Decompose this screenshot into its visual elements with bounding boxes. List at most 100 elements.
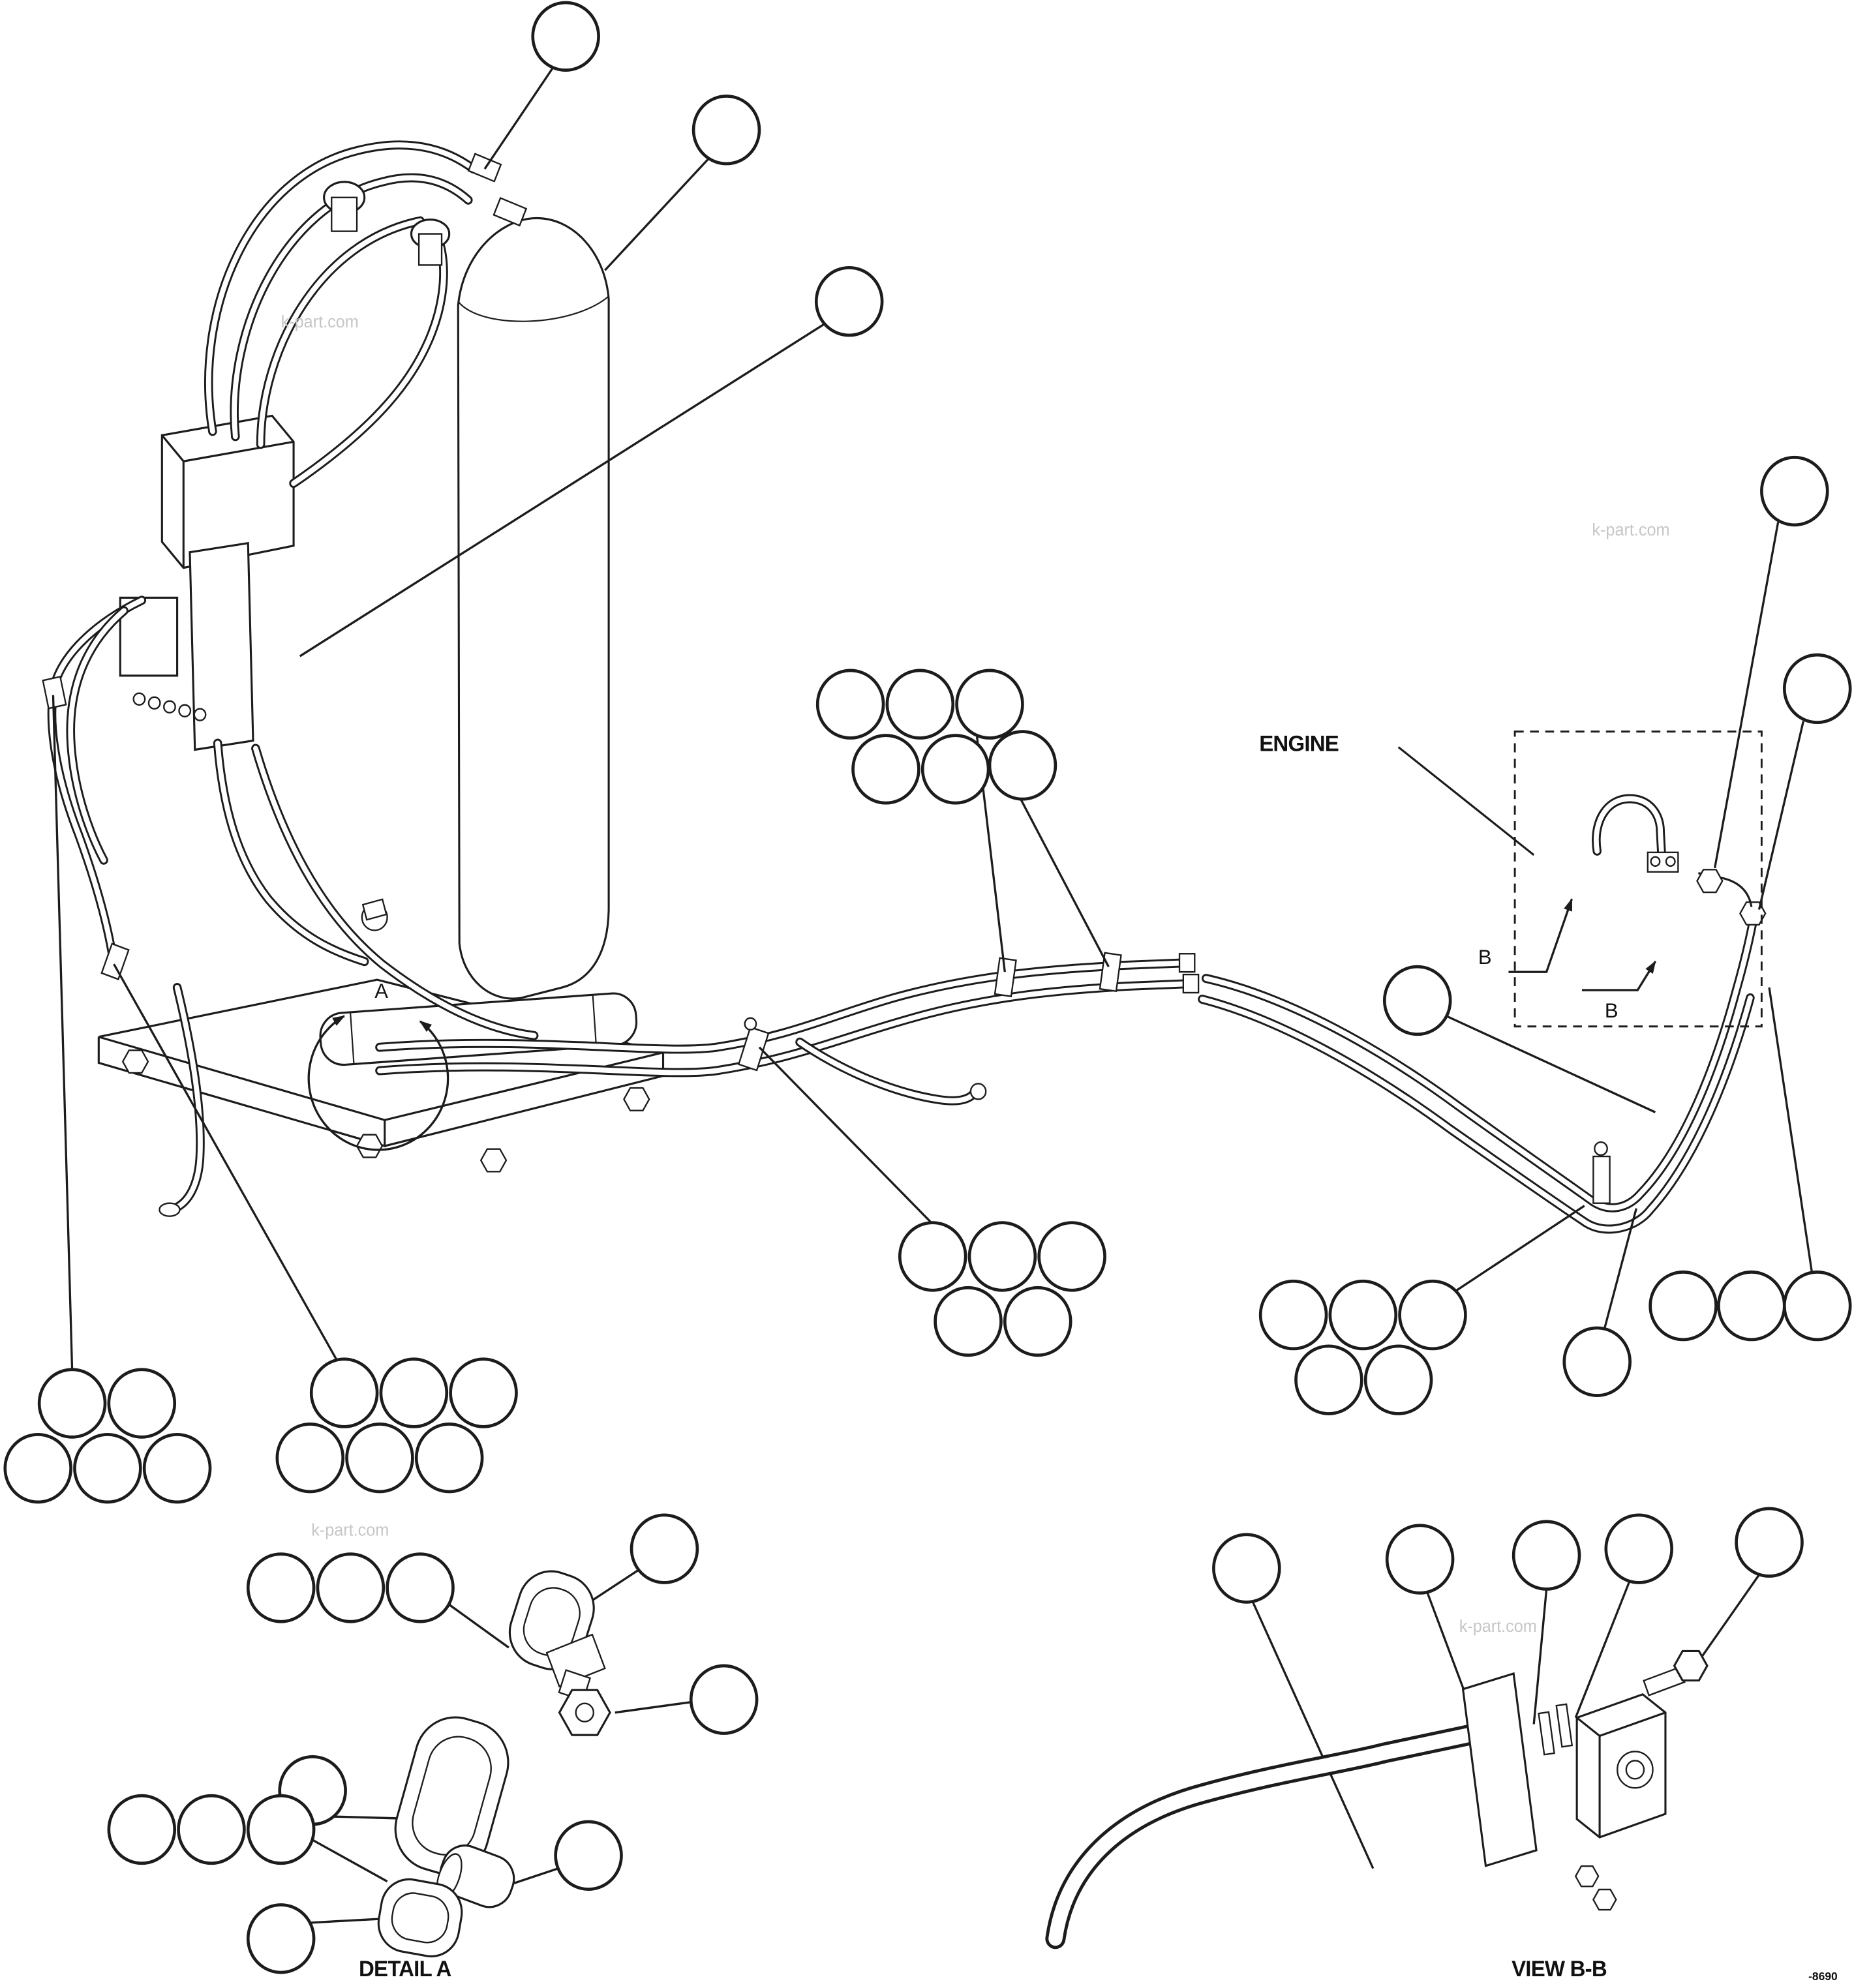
right-hose-bundle bbox=[1202, 869, 1767, 1229]
view-bb: VIEW B-B bbox=[1056, 1649, 1709, 1981]
washer bbox=[1538, 1711, 1555, 1756]
valve-manifold bbox=[119, 414, 295, 751]
watermark: k-part.com bbox=[281, 313, 359, 331]
bleeder-fitting bbox=[1594, 1141, 1608, 1156]
tank-top-seam bbox=[457, 295, 609, 322]
callout-balloon bbox=[275, 1423, 345, 1494]
flange-nut bbox=[1592, 1888, 1617, 1911]
callout-balloon bbox=[814, 265, 884, 337]
leader-line bbox=[1574, 1579, 1632, 1719]
callout-balloon bbox=[379, 1357, 449, 1428]
flange-bolt bbox=[1650, 856, 1661, 867]
engine-label: ENGINE bbox=[1259, 732, 1339, 756]
leader-line bbox=[615, 1701, 691, 1714]
leader-line bbox=[309, 1837, 388, 1883]
clamp bbox=[42, 676, 67, 710]
bleeder-fitting bbox=[1592, 1155, 1611, 1204]
leader-line bbox=[1713, 522, 1780, 869]
leader-line bbox=[1452, 1205, 1585, 1294]
section-letter-b: B bbox=[1605, 999, 1618, 1021]
callout-balloon bbox=[1003, 1286, 1072, 1357]
callout-balloon bbox=[1512, 1520, 1581, 1591]
flange-nut bbox=[1574, 1865, 1600, 1888]
callout-balloon bbox=[920, 734, 990, 805]
detail-a-view: DETAIL A bbox=[359, 1570, 611, 1981]
callout-balloon bbox=[177, 1794, 246, 1865]
elbow-fitting bbox=[493, 197, 528, 227]
clamp-bolt bbox=[744, 1017, 757, 1031]
hose bbox=[800, 1042, 976, 1101]
callout-balloon bbox=[1328, 1279, 1398, 1351]
callout-balloon bbox=[345, 1423, 414, 1494]
flange-bolt bbox=[1665, 856, 1676, 867]
callout-balloon bbox=[1398, 1279, 1467, 1351]
callout-balloon bbox=[246, 1903, 316, 1974]
callout-balloon bbox=[309, 1357, 379, 1428]
section-letter-b: B bbox=[1478, 946, 1492, 969]
callout-balloon bbox=[988, 730, 1057, 801]
callout-balloon bbox=[898, 1221, 967, 1292]
leader-line bbox=[483, 67, 555, 170]
hex-bolt bbox=[1643, 1649, 1709, 1696]
doc-number: -8690 bbox=[1808, 1970, 1838, 1983]
manifold-port bbox=[132, 692, 146, 706]
main-assembly bbox=[42, 145, 665, 1217]
leader-line bbox=[1757, 721, 1805, 910]
callout-balloons bbox=[3, 1, 1852, 1974]
callout-balloon bbox=[449, 1357, 518, 1428]
callout-balloon bbox=[689, 1664, 759, 1735]
watermark: k-part.com bbox=[1592, 520, 1669, 539]
callout-balloon bbox=[1717, 1270, 1786, 1342]
leader-line bbox=[448, 1603, 509, 1649]
callout-balloon bbox=[1562, 1326, 1632, 1397]
manifold-port bbox=[178, 704, 192, 717]
leader-lines bbox=[52, 67, 1814, 1925]
callout-balloon bbox=[386, 1552, 455, 1623]
hose-end-cap bbox=[159, 1202, 181, 1217]
view-bb-title: VIEW B-B bbox=[1512, 1957, 1607, 1981]
callout-balloon bbox=[531, 1, 600, 72]
callout-balloon bbox=[37, 1368, 107, 1439]
section-letter-a: A bbox=[374, 980, 388, 1002]
callout-balloon bbox=[934, 1286, 1003, 1357]
leader-line bbox=[604, 157, 710, 271]
clamp bbox=[100, 942, 130, 980]
callout-balloon bbox=[1760, 455, 1829, 527]
callout-balloon bbox=[316, 1552, 386, 1623]
view-arrow-b bbox=[1581, 960, 1656, 991]
manifold-port bbox=[147, 696, 161, 710]
mount-bolt bbox=[121, 1049, 149, 1074]
manifold-port bbox=[163, 700, 176, 714]
callout-balloon bbox=[1037, 1221, 1106, 1292]
callout-balloon bbox=[815, 669, 885, 740]
hose-end-fitting bbox=[1182, 973, 1200, 994]
hydraulic-tank bbox=[457, 217, 610, 1000]
callout-balloon bbox=[554, 1820, 623, 1891]
leader-line bbox=[1252, 1601, 1375, 1869]
watermark: k-part.com bbox=[311, 1521, 389, 1539]
callout-balloon bbox=[955, 669, 1024, 740]
callout-balloon bbox=[1604, 1513, 1673, 1584]
flange-plate bbox=[1461, 1672, 1538, 1867]
detail-a-title: DETAIL A bbox=[359, 1957, 451, 1981]
manifold-port bbox=[193, 708, 207, 721]
callout-balloon bbox=[1258, 1279, 1328, 1351]
hose bbox=[800, 1042, 976, 1101]
fitting-block bbox=[1575, 1693, 1667, 1839]
hose-clamp bbox=[994, 957, 1017, 998]
leader-line bbox=[1603, 1208, 1637, 1329]
engine-detail-boundary bbox=[1513, 730, 1763, 1028]
hose-run bbox=[380, 952, 1200, 1101]
engine-flange bbox=[1647, 851, 1679, 873]
upper-clamp bbox=[508, 1570, 611, 1736]
callout-balloon bbox=[107, 1368, 177, 1439]
leader-line bbox=[1768, 987, 1814, 1275]
callout-balloon bbox=[1649, 1270, 1718, 1342]
hex-fitting bbox=[1696, 869, 1724, 894]
callout-balloon bbox=[3, 1432, 72, 1504]
view-arrow-b bbox=[1508, 897, 1573, 973]
callout-balloon bbox=[1212, 1533, 1281, 1604]
callout-balloon bbox=[1782, 653, 1852, 725]
hose-loops bbox=[52, 145, 534, 1217]
